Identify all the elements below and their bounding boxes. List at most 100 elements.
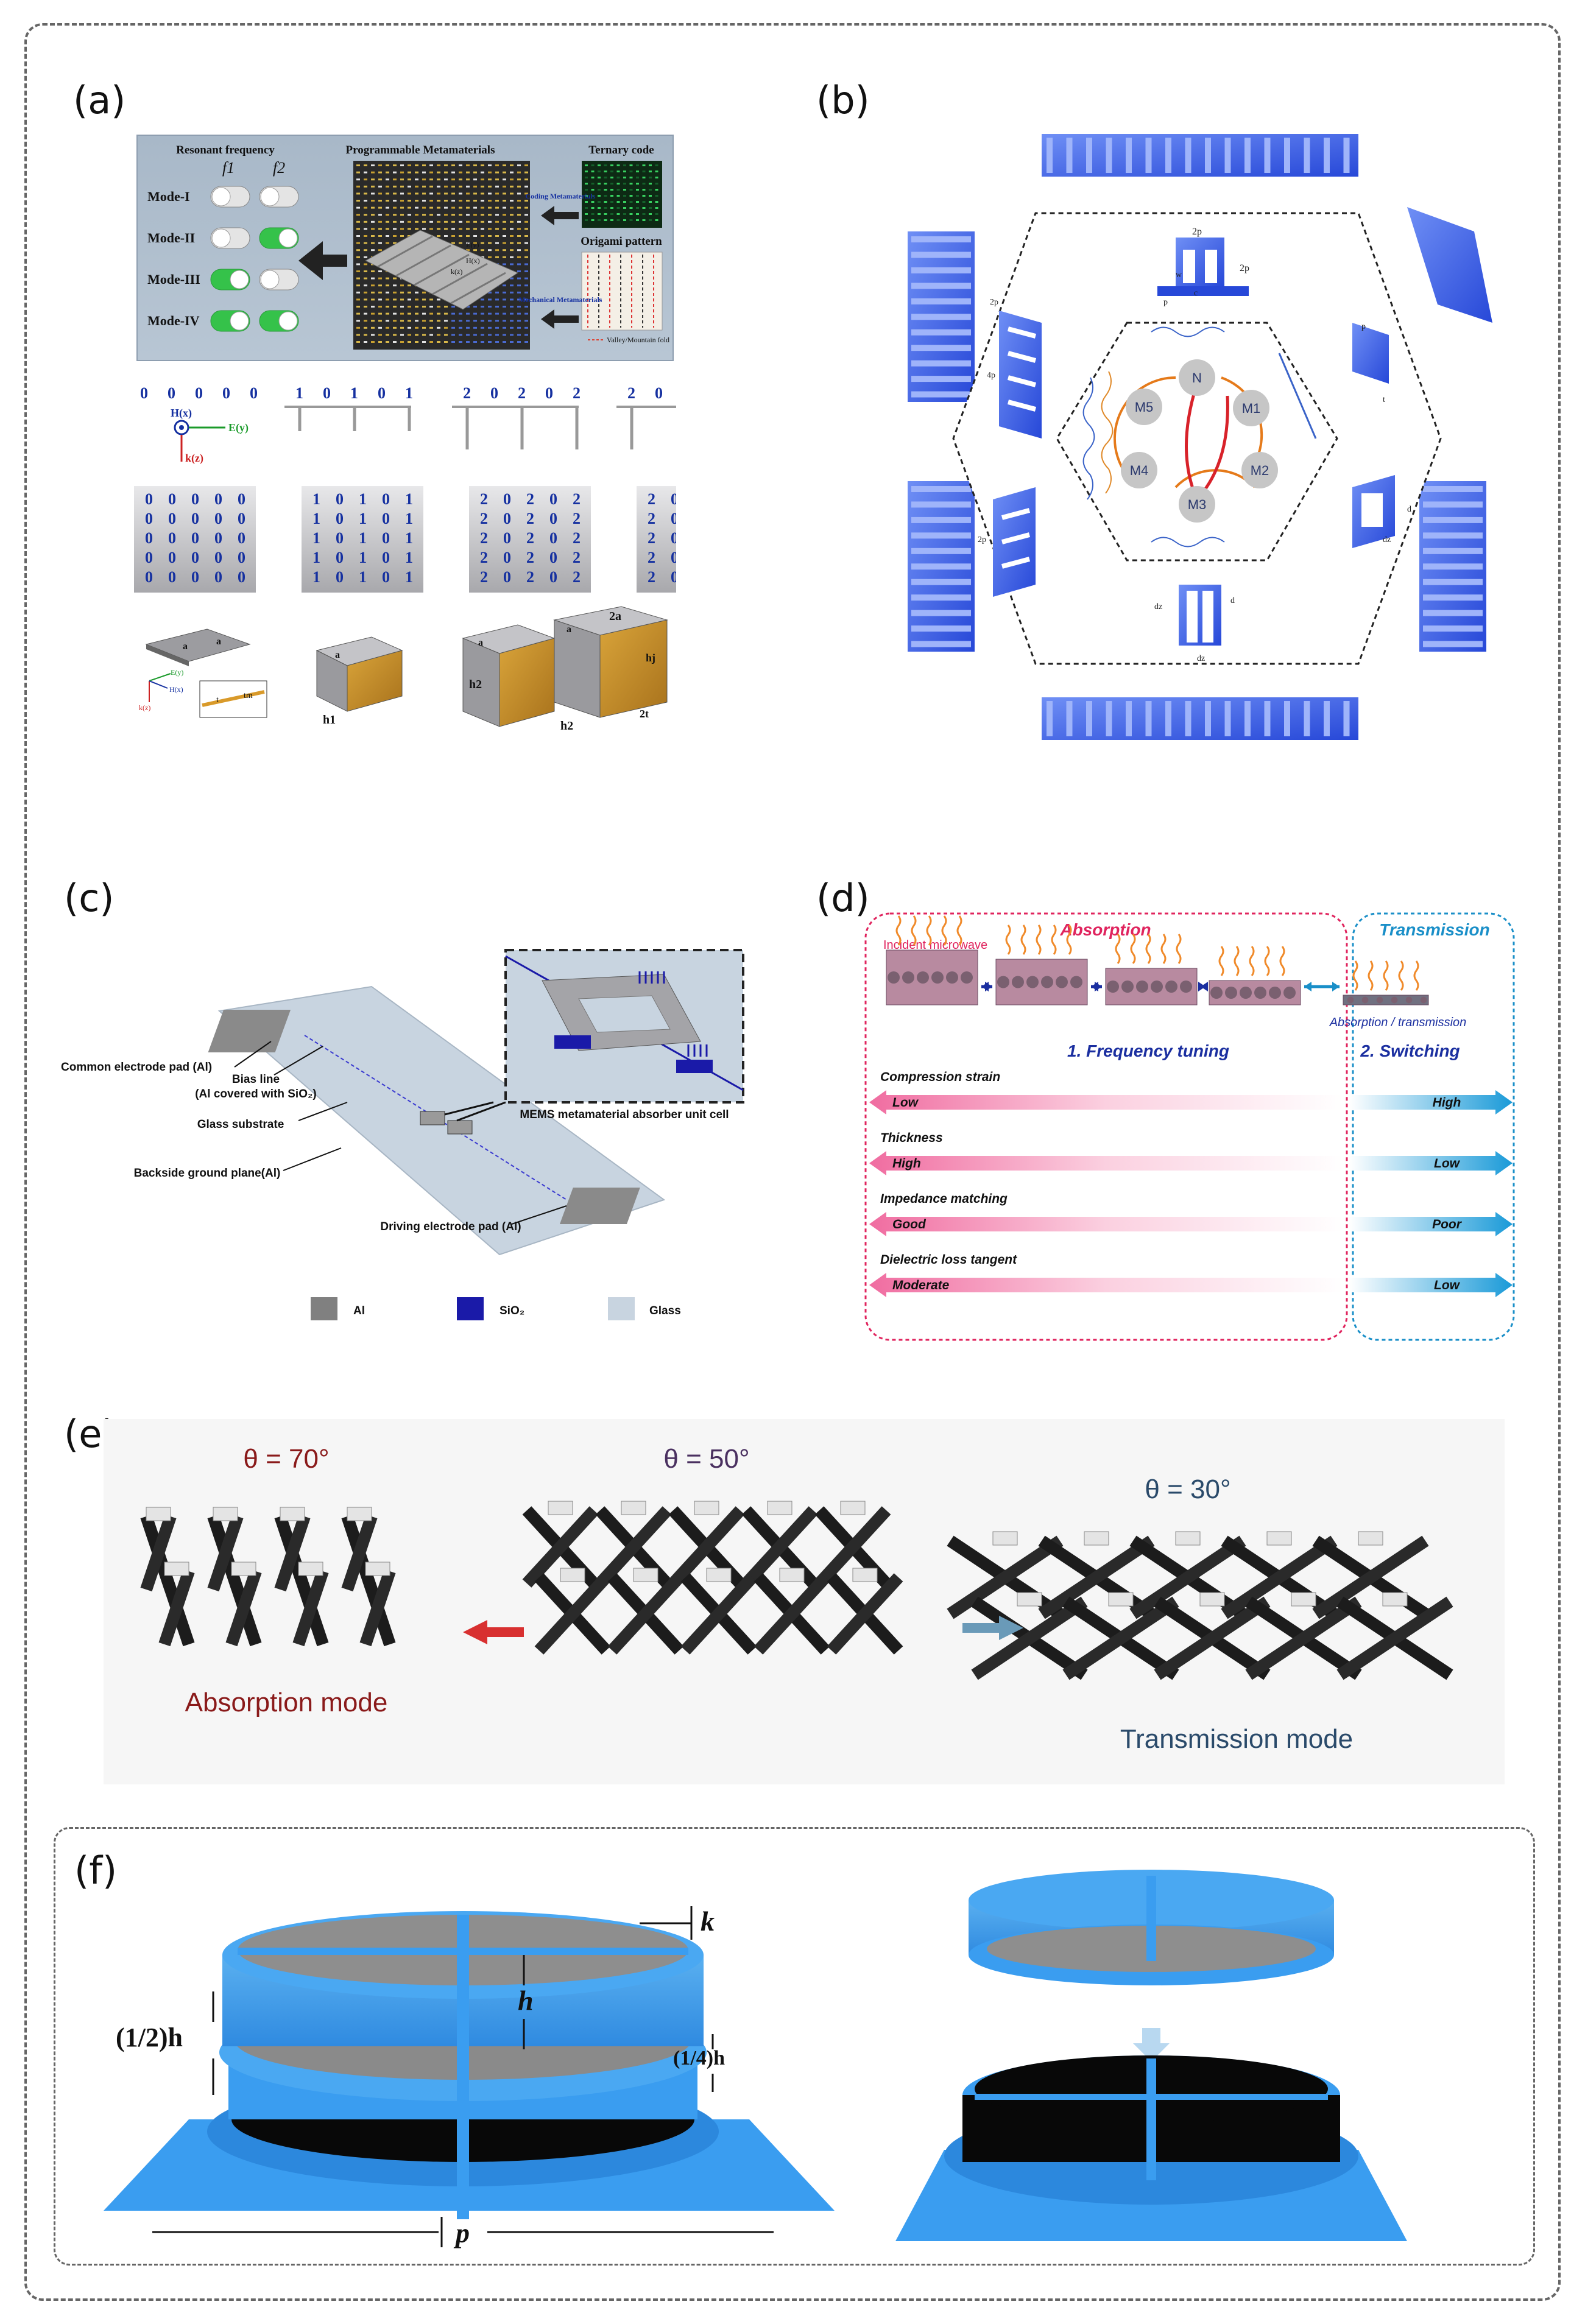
board-digit: 2 bbox=[573, 568, 581, 586]
ternary-cell bbox=[591, 195, 595, 197]
grid-cell bbox=[451, 242, 455, 244]
grid-cell bbox=[510, 200, 514, 202]
grid-cell bbox=[459, 334, 462, 336]
grid-cell bbox=[429, 164, 433, 166]
code-digit: 1 bbox=[405, 384, 413, 402]
grid-cell bbox=[510, 284, 514, 287]
grid-cell bbox=[371, 341, 375, 343]
grid-cell bbox=[517, 214, 521, 216]
grid-cell bbox=[386, 164, 389, 166]
grid-cell bbox=[437, 326, 440, 329]
board-digit: 0 bbox=[238, 490, 245, 508]
comb-fin bbox=[911, 329, 971, 336]
grid-cell bbox=[517, 185, 521, 188]
comb-fin bbox=[911, 563, 971, 570]
grid-cell bbox=[356, 214, 360, 216]
grid-cell bbox=[466, 334, 470, 336]
grid-cell bbox=[364, 298, 367, 301]
vertical-divider bbox=[457, 1915, 469, 2219]
inset-mems-window bbox=[578, 995, 671, 1033]
grid-cell bbox=[488, 220, 492, 223]
transmission-region bbox=[1352, 912, 1515, 1341]
ternary-cell bbox=[642, 207, 646, 209]
grid-cell bbox=[422, 171, 426, 174]
grid-cell bbox=[524, 164, 528, 166]
grid-cell bbox=[466, 228, 470, 230]
lattice-joint bbox=[1291, 1592, 1316, 1607]
microwave-wave bbox=[1264, 946, 1270, 976]
grid-cell bbox=[510, 326, 514, 329]
grid-cell bbox=[378, 284, 382, 287]
dim-hj: hj bbox=[646, 652, 655, 664]
grid-cell bbox=[371, 192, 375, 195]
grid-cell bbox=[371, 277, 375, 280]
grid-cell bbox=[503, 326, 506, 329]
dim-k: k bbox=[701, 1906, 715, 1937]
comb-fin bbox=[1244, 701, 1251, 736]
E-axis-small bbox=[149, 673, 171, 681]
ternary-cell bbox=[616, 183, 620, 185]
grid-cell bbox=[459, 206, 462, 209]
honeycomb-cell bbox=[1012, 976, 1024, 988]
board-digit: 1 bbox=[359, 549, 367, 566]
grid-cell bbox=[488, 178, 492, 181]
comb-fin bbox=[1126, 138, 1132, 173]
fold-legend-label: Valley/Mountain fold bbox=[607, 336, 669, 344]
ternary-cell bbox=[598, 164, 601, 166]
lattice-strut bbox=[341, 1514, 378, 1592]
panel-b-figure: 2p 2p p w c 4p 2p 2p p t dz d dz dz d bbox=[908, 134, 1492, 740]
dim-a: a bbox=[183, 641, 188, 652]
ternary-cell bbox=[610, 207, 613, 209]
board-digit: 0 bbox=[382, 549, 390, 566]
grid-cell bbox=[378, 214, 382, 216]
grid-cell bbox=[524, 206, 528, 209]
axis-H-label: H(x) bbox=[171, 407, 192, 420]
comb-fin bbox=[1066, 701, 1073, 736]
grid-cell bbox=[400, 306, 404, 308]
grid-cell bbox=[400, 178, 404, 181]
grid-cell bbox=[473, 178, 477, 181]
grid-cell bbox=[408, 192, 411, 195]
ternary-cell bbox=[642, 201, 646, 203]
assembled-absorber: k h (1/2)h (1/4)h p bbox=[104, 1906, 835, 2248]
ternary-cell bbox=[604, 213, 607, 215]
unit-cell-marker bbox=[420, 1111, 445, 1125]
grid-cell bbox=[451, 306, 455, 308]
grid-cell bbox=[451, 320, 455, 322]
out-of-plane-dot bbox=[179, 425, 184, 430]
left-lower-slots bbox=[1001, 508, 1031, 569]
glass-substrate-label: Glass substrate bbox=[197, 1118, 284, 1131]
grid-cell bbox=[517, 171, 521, 174]
dim-p: p bbox=[1163, 298, 1168, 307]
ternary-cell bbox=[629, 201, 633, 203]
grid-cell bbox=[481, 334, 484, 336]
grid-cell bbox=[400, 284, 404, 287]
frequency-tuning-label: 1. Frequency tuning bbox=[1067, 1041, 1229, 1060]
grid-cell bbox=[393, 192, 397, 195]
comb-fin bbox=[911, 345, 971, 351]
grid-cell bbox=[364, 334, 367, 336]
grid-cell bbox=[517, 200, 521, 202]
board-digit: 0 bbox=[238, 549, 245, 566]
grid-cell bbox=[386, 298, 389, 301]
board-digit: 1 bbox=[359, 568, 367, 586]
property-arrow-transmission bbox=[1349, 1151, 1513, 1175]
comb-fin bbox=[1284, 701, 1290, 736]
dim-dz: dz bbox=[1197, 654, 1205, 663]
panel-f: k h (1/2)h (1/4)h p bbox=[91, 1864, 1492, 2253]
grid-cell bbox=[393, 320, 397, 322]
left-lower-unit bbox=[993, 487, 1036, 597]
grid-cell bbox=[444, 306, 448, 308]
code-digit: 2 bbox=[573, 384, 581, 402]
comb-fin bbox=[1343, 138, 1350, 173]
grid-cell bbox=[503, 284, 506, 287]
microwave-wave bbox=[1145, 934, 1151, 964]
coding-metamaterials-label: Coding Metamaterials bbox=[526, 192, 596, 200]
grid-cell bbox=[473, 312, 477, 315]
grid-cell bbox=[473, 185, 477, 188]
grid-cell bbox=[415, 320, 418, 322]
board-digit: 0 bbox=[145, 529, 153, 547]
board-digit: 0 bbox=[336, 568, 344, 586]
grid-cell bbox=[517, 284, 521, 287]
comb-fin bbox=[911, 548, 971, 554]
